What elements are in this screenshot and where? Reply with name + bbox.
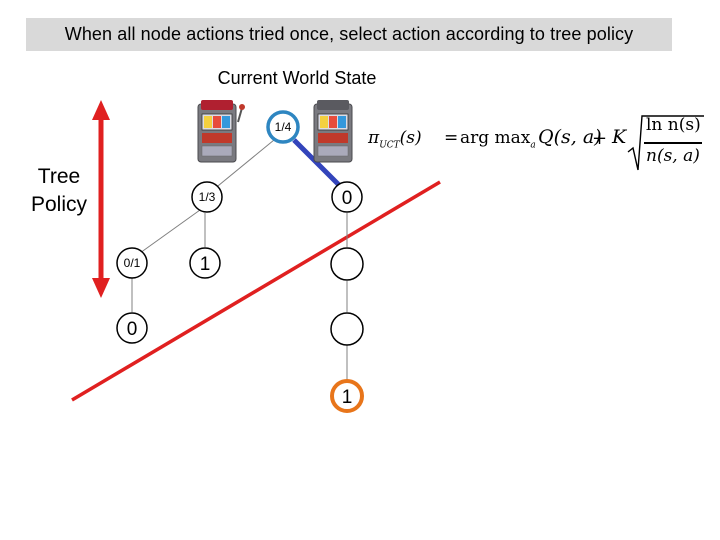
node-left-left-child: 0 [116,312,148,344]
svg-text:0: 0 [127,319,138,340]
svg-text:0/1: 0/1 [124,256,141,270]
slide-title: When all node actions tried once, select… [26,18,672,51]
horizon-line [71,180,441,402]
formula-denominator: n(s, a) [646,146,700,166]
formula-lhs: πUCT(s) [368,128,422,151]
node-left: 1/3 [191,181,223,213]
node-right: 0 [331,181,363,213]
node-leaf-new: 1 [330,379,364,413]
edge-root-right [292,138,342,188]
slot-machine-icon [197,100,245,163]
world-state-label: Current World State [217,68,377,88]
formula-fraction-bar [644,142,702,144]
tree-policy-arrow [92,100,110,298]
formula-k: K [612,126,627,148]
svg-text:0: 0 [342,188,353,209]
formula-sqrt-sign [627,115,704,171]
uct-formula: πUCT(s) = arg maxa Q(s, a) + K ln n(s) n… [368,112,708,178]
node-left-right: 1 [189,247,221,279]
slot-machine-icon [313,100,353,163]
node-right-grandchild [330,312,364,346]
formula-q-term: Q(s, a) [538,126,602,148]
tree-policy-label: Tree Policy [30,165,88,216]
svg-text:1/4: 1/4 [275,120,292,134]
edge-root-left [212,139,275,191]
svg-text:1: 1 [200,254,211,275]
node-root: 1/4 [266,110,300,144]
node-right-child [330,247,364,281]
svg-text:1: 1 [342,387,353,408]
edge-left-leftleft [139,209,201,254]
formula-argmax: arg maxa [460,128,536,151]
formula-plus: + [592,128,608,149]
formula-numerator: ln n(s) [646,115,701,135]
node-left-left: 0/1 [116,247,148,279]
formula-equals: = [444,128,459,148]
svg-text:1/3: 1/3 [199,190,216,204]
